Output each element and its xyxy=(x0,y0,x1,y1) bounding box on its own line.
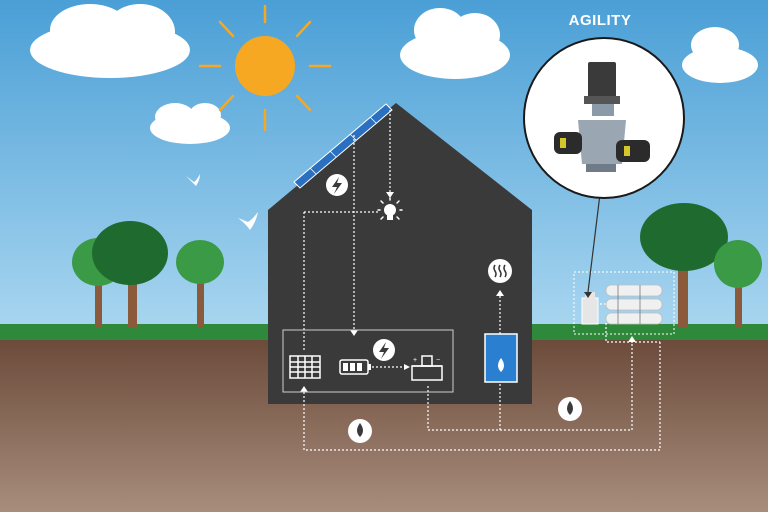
fuel-cell-tanks-icon xyxy=(605,284,663,325)
water-drop-icon xyxy=(558,397,582,421)
cloud-icon xyxy=(400,8,510,79)
svg-text:−: − xyxy=(436,357,440,364)
water-drop-icon xyxy=(348,419,372,443)
solar-panel-icon xyxy=(293,103,393,189)
battery-icon xyxy=(339,359,371,375)
lightning-icon xyxy=(326,174,348,196)
heat-icon xyxy=(488,259,512,283)
bird-icon xyxy=(238,212,258,230)
tree-icon xyxy=(714,240,762,327)
equipment-box xyxy=(282,329,454,393)
fuel-cell-area xyxy=(573,271,675,335)
sun-icon xyxy=(198,4,332,132)
tree-icon xyxy=(176,240,224,327)
cloud-icon xyxy=(30,4,190,78)
tree-icon xyxy=(640,203,728,327)
flow-lines xyxy=(303,110,661,451)
svg-text:+: + xyxy=(413,357,417,364)
bird-icon xyxy=(186,174,200,186)
callout-pointer-arrow xyxy=(584,292,592,298)
gas-boiler-icon xyxy=(484,333,518,383)
tree-icon xyxy=(92,221,168,327)
cloud-icon xyxy=(150,103,230,144)
lightning-icon xyxy=(373,339,395,361)
agility-callout xyxy=(523,37,685,199)
light-bulb-icon xyxy=(377,197,403,220)
callout-pointer xyxy=(587,193,601,293)
inverter-icon: + − xyxy=(411,355,443,381)
pump-icon xyxy=(581,292,599,325)
heat-exchanger-icon xyxy=(289,355,321,379)
callout-title: AGILITY xyxy=(568,12,632,29)
cloud-icon xyxy=(682,27,758,83)
